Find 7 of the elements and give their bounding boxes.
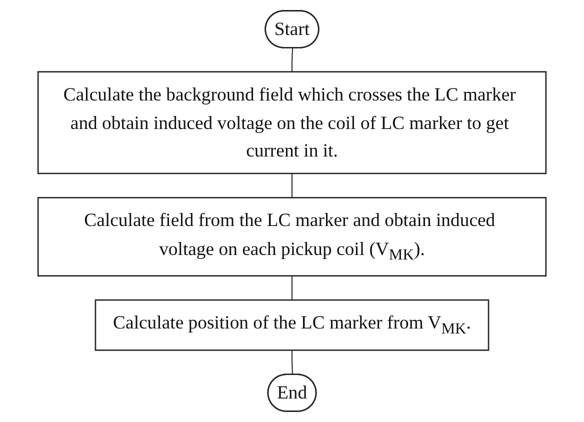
connector <box>291 173 293 198</box>
connector <box>291 276 293 300</box>
node-box: Calculate position of the LC marker from V$_{MK}$. <box>94 299 490 351</box>
connector <box>291 48 294 72</box>
connector <box>291 350 294 375</box>
node-box: Calculate the background field which crosses the LC marker and obtain induced voltage on the coil of LC marker to get current in it. <box>37 71 547 174</box>
node-box: Calculate field from the LC marker and obtain induced voltage on each pickup coil (V$_{MK}$). <box>37 197 547 277</box>
